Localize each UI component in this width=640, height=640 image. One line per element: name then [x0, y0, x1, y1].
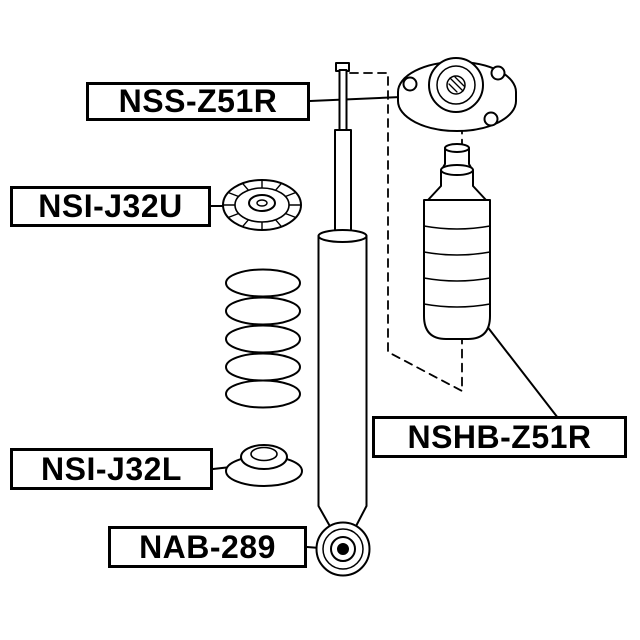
leader-line-nss-z51r — [309, 96, 402, 102]
coil-spring-drawing — [225, 268, 301, 409]
part-label-nsi-j32l: NSI-J32L — [10, 448, 213, 490]
part-label-nab-289: NAB-289 — [108, 526, 307, 568]
shock-absorber-drawing — [317, 62, 368, 530]
dust-boot-drawing — [423, 164, 491, 340]
leader-line-nshb-z51r — [485, 324, 559, 419]
shock-rod-thin — [338, 69, 348, 133]
upper-spring-seat-drawing — [222, 179, 302, 231]
mount-bolt-left — [402, 76, 418, 92]
part-label-nss-z51r: NSS-Z51R — [86, 82, 310, 121]
top-mount-drawing — [397, 57, 517, 132]
part-label-nsi-j32u: NSI-J32U — [10, 186, 211, 227]
lower-spring-seat-drawing — [225, 444, 303, 487]
boot-body — [423, 199, 491, 340]
mount-bolt-top-right — [490, 65, 506, 81]
part-label-nshb-z51r: NSHB-Z51R — [372, 416, 627, 458]
shock-rod — [334, 129, 352, 236]
shock-body-top — [317, 229, 368, 243]
mount-bolt-bottom-right — [483, 111, 499, 127]
shock-body — [317, 235, 368, 530]
bushing-drawing — [315, 521, 371, 577]
